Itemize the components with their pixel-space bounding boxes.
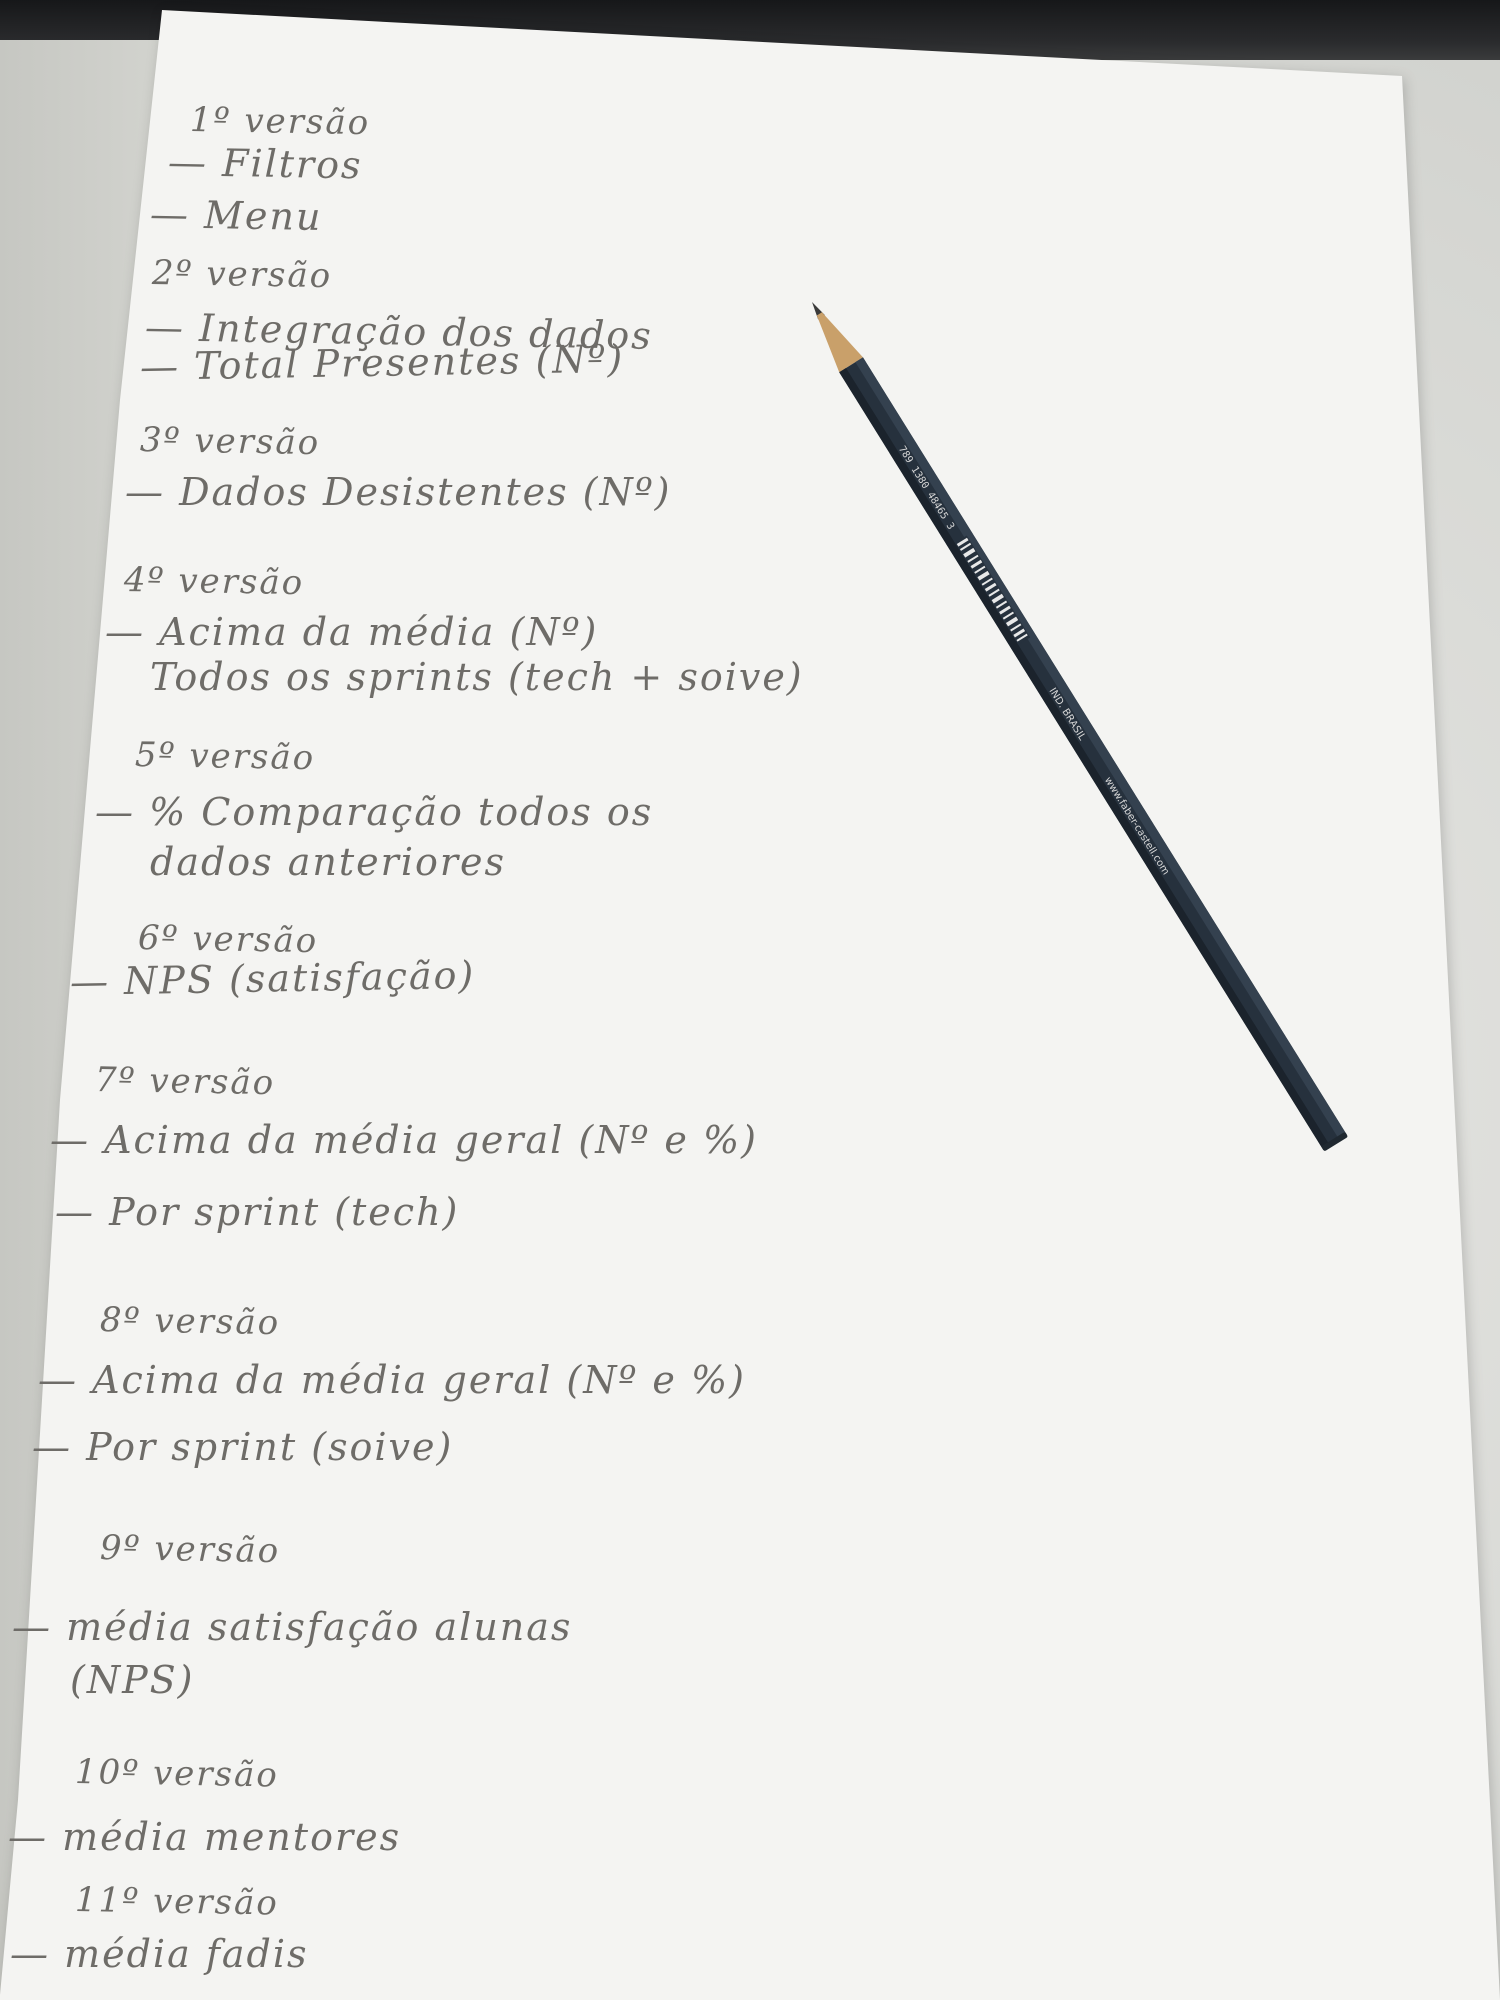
note-item: Todos os sprints (tech + soive) [150, 655, 804, 699]
pencil-barcode [954, 535, 1031, 645]
note-item: dados anteriores [150, 840, 507, 884]
note-item: — Acima da média (Nº) [105, 610, 599, 654]
note-item: — Por sprint (tech) [55, 1190, 460, 1234]
pencil-wood-tip [816, 312, 863, 373]
note-item: — média fadis [10, 1932, 309, 1976]
pencil-imprint-number: 789 1380 48465 3 [896, 444, 956, 532]
note-item: — Acima da média geral (Nº e %) [50, 1118, 758, 1162]
pencil-end [1321, 1132, 1348, 1151]
note-item: — Acima da média geral (Nº e %) [38, 1358, 746, 1402]
note-item: — média satisfação alunas [12, 1605, 573, 1649]
note-item: — média mentores [8, 1815, 402, 1859]
note-item: — Por sprint (soive) [32, 1425, 454, 1469]
pencil-imprint-website: www.faber-castell.com [1102, 775, 1171, 877]
note-item: (NPS) [70, 1658, 195, 1702]
note-item: — Dados Desistentes (Nº) [125, 470, 672, 514]
note-item: — % Comparação todos os [95, 790, 654, 834]
